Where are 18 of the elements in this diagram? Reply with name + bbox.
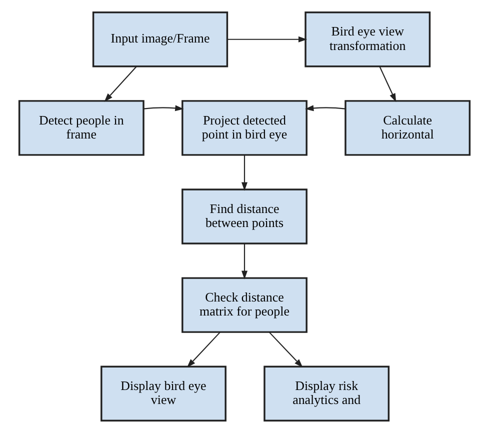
arrow [240, 244, 248, 280]
node-box: Display risk analytics and [263, 366, 390, 422]
node-box: Input image/Frame [92, 12, 228, 68]
arrow [142, 105, 184, 112]
arrow [268, 332, 302, 368]
arrow [227, 36, 307, 42]
arrow [104, 66, 136, 102]
node-box: Display bird eye view [100, 366, 226, 422]
node-box: Bird eye view transformation [304, 12, 430, 68]
arrow [240, 154, 248, 191]
node-box: Project detected point in bird eye [181, 100, 307, 156]
node-box: Calculate horizontal [344, 100, 470, 156]
node-box: Find distance between points [181, 188, 307, 244]
arrow [304, 105, 345, 112]
node-box: Check distance matrix for people [181, 277, 307, 333]
arrow [186, 332, 220, 368]
node-box: Detect people in frame [18, 100, 144, 156]
arrow [378, 66, 396, 102]
